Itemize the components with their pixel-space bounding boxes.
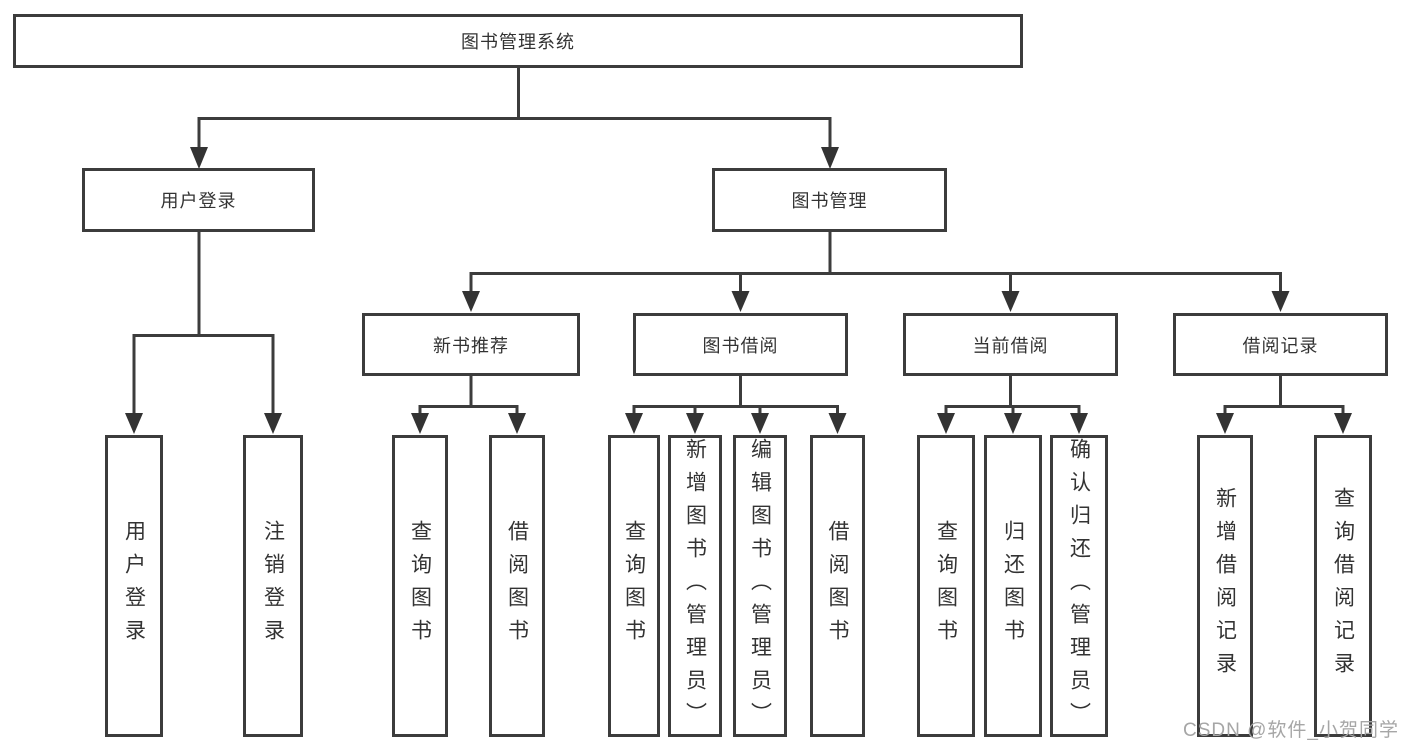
node-label: 编辑图书（管理员） <box>748 437 772 735</box>
node-root-system: 图书管理系统 <box>13 14 1023 68</box>
node-label: 借阅图书 <box>826 520 849 652</box>
leaf-query-borrow-record: 查询借阅记录 <box>1314 435 1372 737</box>
node-label: 查询借阅记录 <box>1331 487 1355 685</box>
node-label: 图书借阅 <box>702 335 779 356</box>
node-label: 查询图书 <box>622 520 646 652</box>
node-label: 新增图书（管理员） <box>683 437 707 735</box>
node-label: 用户登录 <box>122 520 146 652</box>
node-label: 注销登录 <box>261 520 285 652</box>
node-label: 图书管理 <box>791 191 868 211</box>
leaf-add-borrow-record: 新增借阅记录 <box>1197 435 1253 737</box>
leaf-add-books-admin: 新增图书（管理员） <box>668 435 722 737</box>
leaf-current-query-books: 查询图书 <box>917 435 975 737</box>
node-book-management-group: 图书管理 <box>712 168 947 232</box>
node-new-book-recommend: 新书推荐 <box>362 313 580 376</box>
node-current-borrow: 当前借阅 <box>903 313 1118 376</box>
node-book-borrow: 图书借阅 <box>633 313 848 376</box>
node-label: 归还图书 <box>1001 520 1025 652</box>
leaf-edit-books-admin: 编辑图书（管理员） <box>733 435 787 737</box>
node-label: 图书管理系统 <box>461 32 575 52</box>
node-label: 借阅图书 <box>505 520 529 652</box>
leaf-user-login: 用户登录 <box>105 435 163 737</box>
leaf-recommend-borrow-books: 借阅图书 <box>489 435 545 737</box>
leaf-borrow-books: 借阅图书 <box>810 435 865 737</box>
leaf-logout: 注销登录 <box>243 435 303 737</box>
node-label: 查询图书 <box>934 520 958 652</box>
node-label: 确认归还（管理员） <box>1067 437 1091 735</box>
node-user-login-group: 用户登录 <box>82 168 315 232</box>
node-label: 借阅记录 <box>1242 335 1319 356</box>
csdn-watermark: CSDN @软件_小贺同学 <box>1183 720 1399 741</box>
node-borrow-records: 借阅记录 <box>1173 313 1388 376</box>
node-label: 用户登录 <box>160 191 237 211</box>
leaf-borrow-query-books: 查询图书 <box>608 435 660 737</box>
node-label: 新书推荐 <box>433 335 509 356</box>
node-label: 新增借阅记录 <box>1213 487 1237 685</box>
leaf-return-books: 归还图书 <box>984 435 1042 737</box>
leaf-confirm-return-admin: 确认归还（管理员） <box>1050 435 1108 737</box>
leaf-recommend-query-books: 查询图书 <box>392 435 448 737</box>
node-label: 查询图书 <box>408 520 432 652</box>
node-label: 当前借阅 <box>972 335 1049 356</box>
